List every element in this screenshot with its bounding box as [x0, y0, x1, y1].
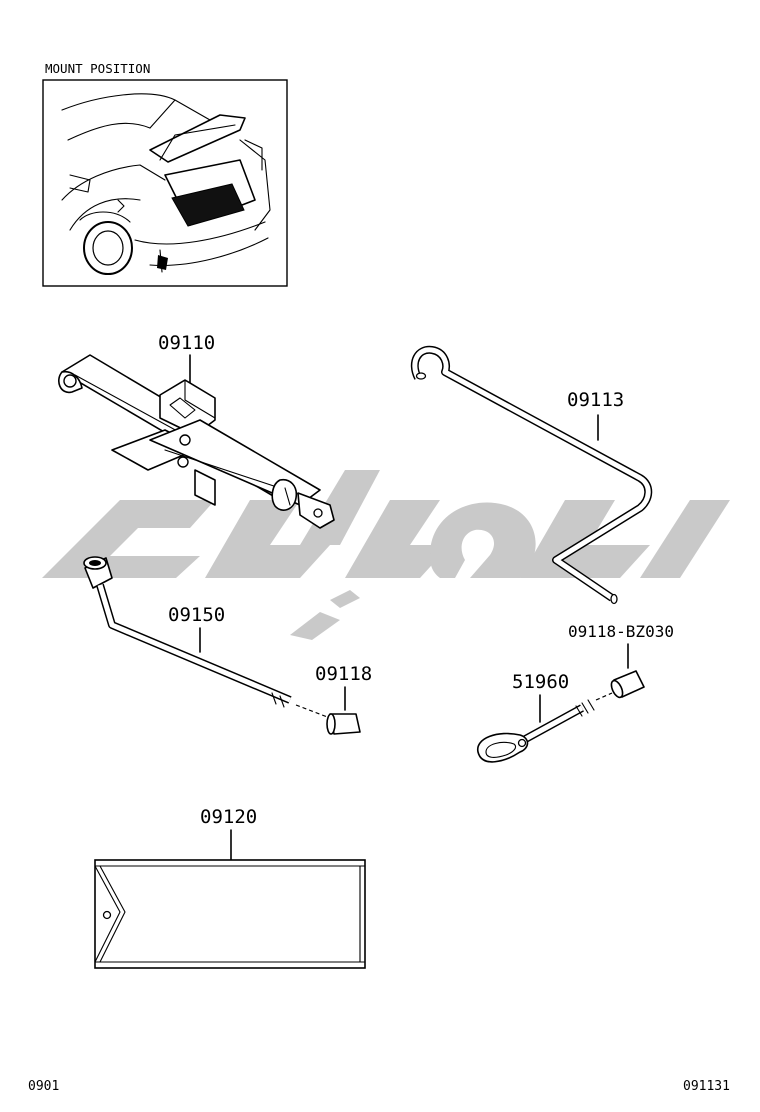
part-eyelet-cap: 09118-BZ030 — [568, 622, 674, 699]
part-number-09118: 09118 — [315, 663, 372, 685]
part-number-09110: 09110 — [158, 332, 215, 354]
tool-bag-outline — [94, 859, 366, 969]
part-tool-bag: 09120 — [94, 806, 366, 969]
part-number-09113: 09113 — [567, 389, 624, 411]
watermark-logo — [42, 470, 730, 640]
part-wrench-cap: 09118 — [315, 663, 372, 735]
part-jack-handle: 09113 — [410, 345, 653, 605]
mount-position-inset: MOUNT POSITION — [42, 61, 288, 287]
part-number-09150: 09150 — [168, 604, 225, 626]
part-jack: 09110 — [58, 332, 335, 529]
footer-left-code: 0901 — [28, 1079, 59, 1094]
part-wrench: 09150 — [83, 556, 331, 719]
part-towing-eyelet: 51960 — [477, 671, 613, 763]
part-number-09118-bz030: 09118-BZ030 — [568, 622, 674, 641]
footer-right-code: 091131 — [683, 1079, 730, 1094]
part-number-51960: 51960 — [512, 671, 569, 693]
inset-title: MOUNT POSITION — [45, 61, 150, 76]
car-rear-illustration — [61, 93, 271, 275]
part-number-09120: 09120 — [200, 806, 257, 828]
